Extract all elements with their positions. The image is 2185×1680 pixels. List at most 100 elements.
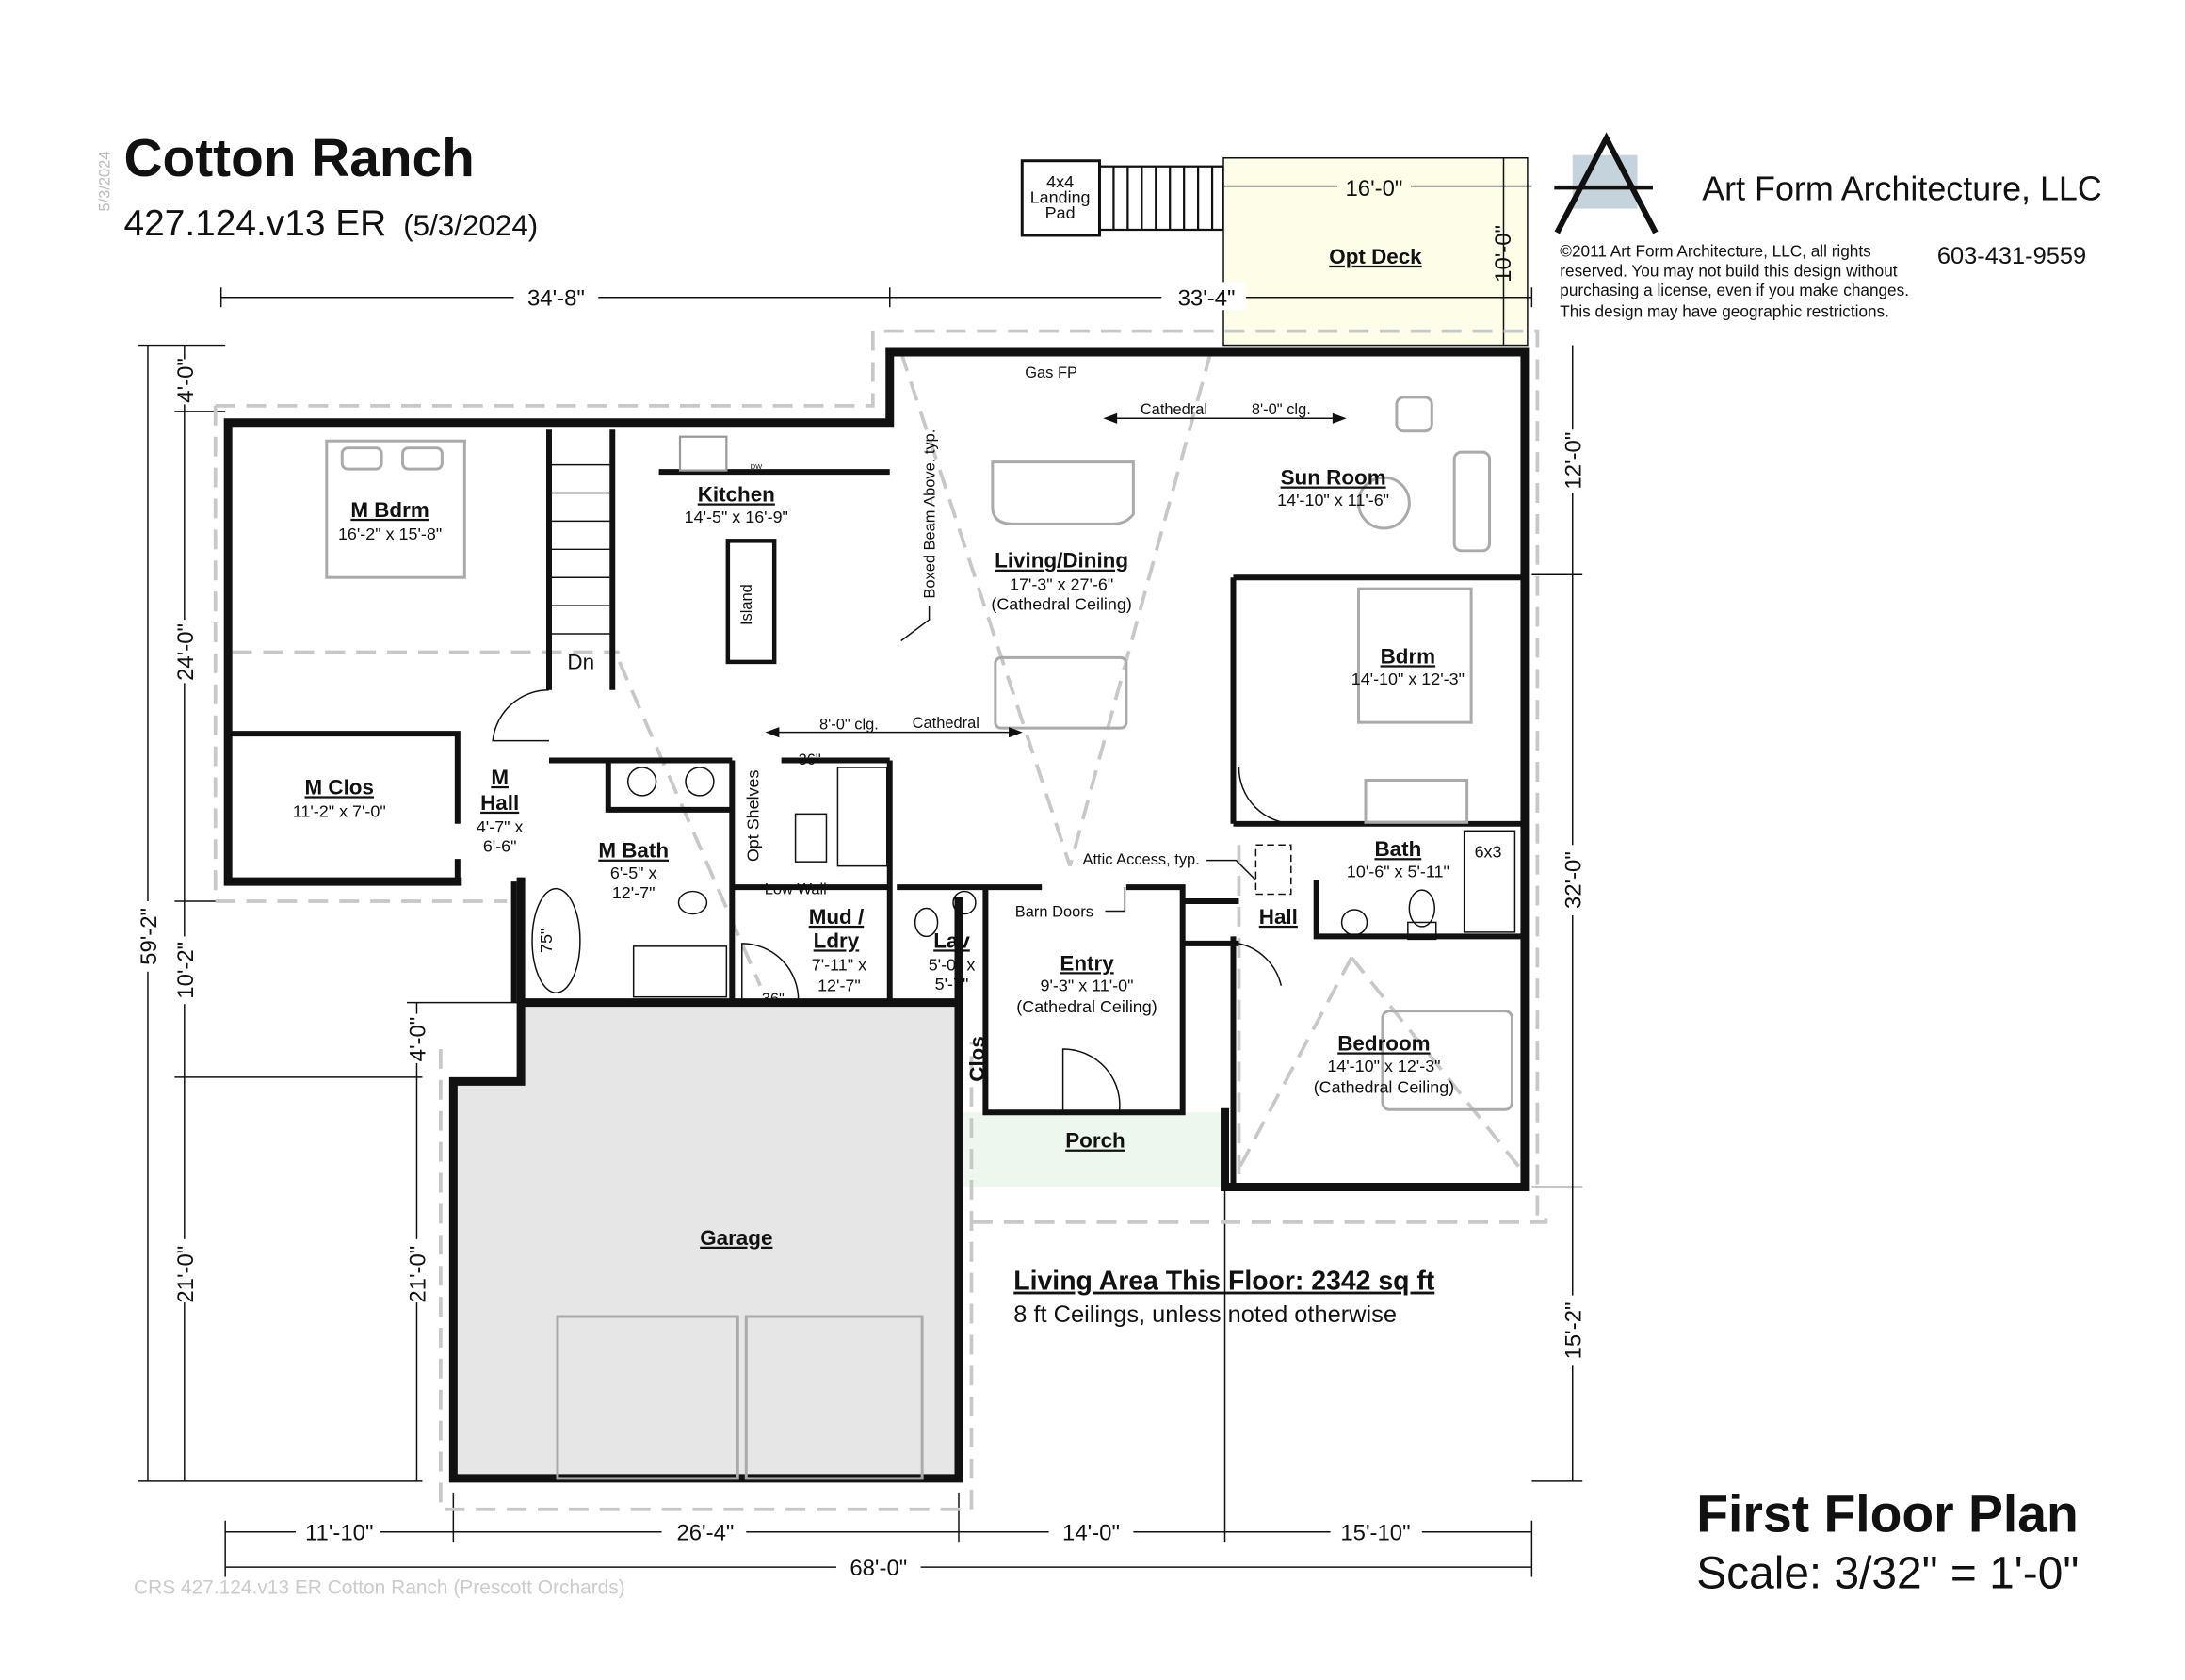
svg-text:5'-0" x: 5'-0" x	[929, 955, 976, 974]
svg-text:7'-11" x: 7'-11" x	[812, 955, 866, 974]
dimension-right: 32'-0"	[1562, 851, 1587, 909]
dimension-bottom: 14'-0"	[1062, 1521, 1120, 1546]
svg-text:75": 75"	[537, 929, 556, 953]
ceiling-height-label: 8'-0" clg.	[819, 717, 879, 734]
low-wall-note: Low Wall	[765, 881, 827, 898]
svg-text:M Clos: M Clos	[305, 775, 374, 799]
landing-label: Pad	[1045, 203, 1076, 222]
svg-text:6'-5" x: 6'-5" x	[610, 864, 657, 882]
dimension-right: 15'-2"	[1562, 1302, 1587, 1360]
dishwasher-label: DW	[751, 462, 763, 471]
svg-text:M: M	[491, 766, 509, 789]
plan-title: First Floor Plan	[1696, 1485, 2079, 1543]
svg-text:5'-7": 5'-7"	[935, 975, 969, 993]
svg-text:purchasing a license, even if: purchasing a license, even if you make c…	[1560, 281, 1909, 299]
dimension-left: 24'-0"	[173, 623, 199, 681]
room-bdrm: Bdrm 14'-10" x 12'-3"	[1351, 644, 1465, 687]
dimension-left-total: 59'-2"	[137, 908, 162, 965]
svg-text:14'-10" x 12'-3": 14'-10" x 12'-3"	[1351, 670, 1465, 688]
svg-text:12'-7": 12'-7"	[817, 977, 861, 995]
svg-text:Living/Dining: Living/Dining	[995, 549, 1128, 573]
svg-text:Mud /: Mud /	[809, 905, 864, 929]
door-width-label: 36"	[762, 991, 785, 1008]
living-area-note: Living Area This Floor: 2342 sq ft	[1013, 1267, 1435, 1297]
landing-pad	[1020, 159, 1101, 237]
dimension-top-left: 34'-8"	[527, 286, 585, 312]
footer-watermark: CRS 427.124.v13 ER Cotton Ranch (Prescot…	[134, 1576, 625, 1598]
island-label: Island	[738, 584, 755, 625]
gas-fireplace-label: Gas FP	[1025, 364, 1077, 381]
room-hall: Hall	[1259, 905, 1298, 929]
deck-stairs	[1098, 165, 1225, 232]
dimension-bottom: 11'-10"	[305, 1521, 373, 1546]
stairs-down-label: Dn	[567, 650, 594, 673]
room-garage: Garage	[700, 1226, 772, 1250]
garage-floor	[453, 1007, 959, 1478]
svg-text:Kitchen: Kitchen	[698, 482, 775, 506]
exterior-walls	[223, 347, 1530, 1483]
opt-deck-label: Opt Deck	[1329, 245, 1422, 268]
svg-text:M Bath: M Bath	[598, 839, 669, 863]
furniture	[325, 396, 1513, 1111]
svg-text:(Cathedral Ceiling): (Cathedral Ceiling)	[1314, 1077, 1454, 1096]
side-date: 5/3/2024	[97, 152, 114, 212]
svg-text:Bath: Bath	[1374, 837, 1421, 861]
porch-floor	[958, 1112, 1225, 1187]
svg-text:This design may have geographi: This design may have geographic restrict…	[1560, 302, 1889, 321]
cathedral-label: Cathedral	[913, 715, 979, 732]
boxed-beam-note: Boxed Beam Above. typ.	[922, 429, 939, 599]
project-title: Cotton Ranch	[124, 129, 475, 188]
svg-text:14'-10" x 12'-3": 14'-10" x 12'-3"	[1327, 1057, 1440, 1075]
dimension-left: 4'-0"	[173, 358, 199, 403]
svg-text:16'-2" x 15'-8": 16'-2" x 15'-8"	[338, 525, 442, 543]
bath-fixtures	[531, 767, 1516, 998]
stairs	[548, 463, 613, 635]
svg-text:9'-3" x 11'-0": 9'-3" x 11'-0"	[1041, 977, 1134, 995]
plan-number: 427.124.v13 ER(5/3/2024)	[124, 203, 539, 244]
dimension-left-inner: 4'-0"	[405, 1017, 430, 1062]
svg-text:Bdrm: Bdrm	[1381, 644, 1436, 668]
svg-text:M Bdrm: M Bdrm	[350, 498, 429, 522]
dimension-right: 12'-0"	[1562, 432, 1587, 490]
room-mud-laundry: Mud /Ldry 7'-11" x 12'-7"	[809, 905, 866, 995]
dimension-left-inner: 21'-0"	[405, 1246, 430, 1303]
room-clos: Clos	[965, 1036, 989, 1082]
deck-width-dimension: 16'-0"	[1346, 176, 1403, 202]
barn-doors-note: Barn Doors	[1015, 903, 1093, 920]
svg-text:14'-5" x 16'-9": 14'-5" x 16'-9"	[685, 508, 788, 526]
company-phone: 603-431-9559	[1937, 243, 2086, 269]
cathedral-label: Cathedral	[1141, 401, 1207, 418]
attic-access-note: Attic Access, typ.	[1083, 851, 1200, 868]
svg-text:6'-6": 6'-6"	[483, 837, 517, 856]
room-bedroom: Bedroom 14'-10" x 12'-3" (Cathedral Ceilin…	[1314, 1031, 1454, 1096]
room-m-clos: M Clos 11'-2" x 7'-0"	[293, 775, 386, 820]
dimension-bottom: 26'-4"	[676, 1521, 734, 1546]
svg-text:Entry: Entry	[1060, 951, 1114, 975]
deck-depth-dimension: 10'-0"	[1491, 225, 1516, 283]
landing-label: Landing	[1030, 188, 1091, 207]
svg-text:Ldry: Ldry	[814, 929, 860, 952]
svg-text:11'-2" x 7'-0": 11'-2" x 7'-0"	[293, 801, 386, 820]
room-porch: Porch	[1065, 1129, 1125, 1153]
dimension-top-right: 33'-4"	[1178, 286, 1236, 312]
svg-text:12'-7": 12'-7"	[612, 883, 656, 902]
svg-text:4'-7" x: 4'-7" x	[477, 817, 524, 836]
landing-label: 4x4	[1046, 172, 1074, 191]
plan-scale: Scale: 3/32" = 1'-0"	[1696, 1549, 2079, 1599]
svg-text:Bedroom: Bedroom	[1337, 1031, 1430, 1055]
kitchen-sink	[678, 435, 728, 472]
svg-text:10'-6" x 5'-11": 10'-6" x 5'-11"	[1347, 863, 1449, 881]
door-width-label: 36"	[799, 751, 821, 768]
svg-text:Hall: Hall	[480, 791, 519, 815]
kitchen-island	[725, 539, 777, 665]
svg-text:(Cathedral Ceiling): (Cathedral Ceiling)	[991, 595, 1131, 614]
dimension-bottom-total: 68'-0"	[850, 1556, 907, 1581]
